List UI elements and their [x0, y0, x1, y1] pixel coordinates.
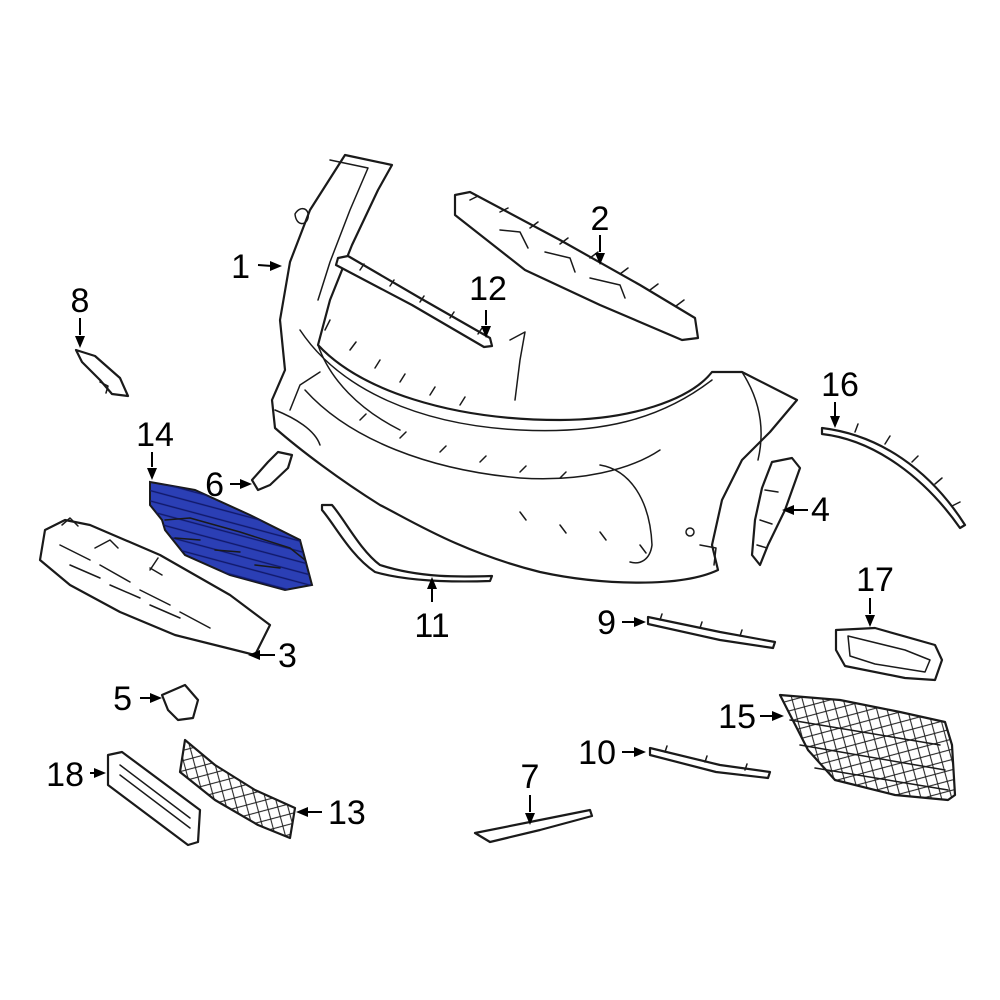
part-1-bumper-cover	[270, 153, 799, 584]
callout-8: 8	[71, 282, 90, 320]
callout-11: 11	[414, 607, 449, 645]
part-18-plate-bracket	[106, 750, 202, 847]
callout-1: 1	[231, 248, 250, 286]
leader-lines	[75, 235, 875, 825]
callout-18: 18	[46, 756, 84, 794]
callout-2: 2	[591, 200, 610, 238]
part-3-lower-frame	[38, 517, 272, 657]
part-11-curved-strip	[320, 503, 494, 583]
part-13-mesh-insert	[178, 738, 297, 840]
part-6-bracket	[250, 450, 294, 492]
callout-14: 14	[136, 416, 174, 454]
callout-4: 4	[811, 491, 830, 529]
part-10-moulding	[648, 745, 772, 780]
callout-6: 6	[205, 466, 224, 504]
part-16-arch-trim	[820, 423, 967, 530]
callout-5: 5	[113, 680, 132, 718]
part-12-upper-moulding	[334, 254, 494, 349]
callout-12: 12	[469, 270, 507, 308]
callout-15: 15	[718, 698, 756, 736]
part-17-bezel	[834, 626, 944, 682]
callout-3: 3	[278, 637, 297, 675]
callout-labels: 1 2 3 4 5 6 7 8 9 10 11 12 13 14 15 16 1…	[46, 200, 894, 832]
callout-9: 9	[597, 604, 616, 642]
callout-13: 13	[328, 794, 366, 832]
part-2-upper-bracket	[453, 190, 700, 342]
callout-10: 10	[578, 734, 616, 772]
callout-17: 17	[856, 561, 894, 599]
callout-16: 16	[821, 366, 859, 404]
part-4-side-trim	[750, 456, 802, 567]
part-5-cap	[160, 683, 200, 722]
part-8-trim	[74, 348, 130, 398]
part-9-moulding	[646, 613, 777, 650]
part-14-highlighted-panel	[149, 480, 314, 592]
callout-7: 7	[521, 758, 540, 796]
part-15-mesh-grille	[778, 693, 957, 802]
